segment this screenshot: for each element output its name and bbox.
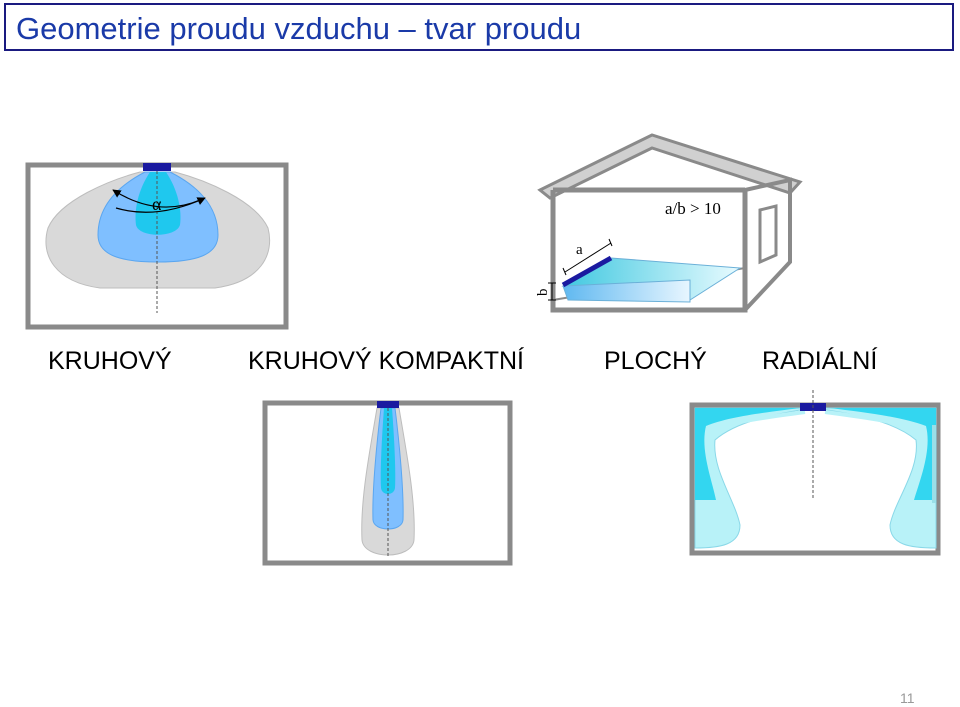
air-outlet [377,401,399,408]
dimension-b-label: b [535,289,551,297]
title-box: Geometrie proudu vzduchu – tvar proudu [4,3,954,51]
label-round: KRUHOVÝ [48,347,172,375]
spread-angle-arrow-left [112,189,201,208]
slot-outlet [561,255,613,288]
alpha-label: α [152,194,162,214]
jet-zone-inner [135,172,181,235]
radial-zone-dark-right [830,408,936,500]
radial-jet-diagram [689,390,941,556]
page-number: 11 [900,690,915,706]
ratio-label: a/b > 10 [665,199,721,218]
window [758,204,778,265]
flat-jet-front [562,279,691,303]
page-title: Geometrie proudu vzduchu – tvar proudu [16,11,582,46]
radial-zone-dark-left [695,408,800,500]
label-radial: RADIÁLNÍ [762,347,878,375]
room-frame [550,190,748,313]
dimension-a-label: a [576,242,583,258]
flat-jet-diagram: a b a/b > 10 [535,133,803,313]
house-side-wall [743,177,792,312]
label-flat: PLOCHÝ [604,347,707,375]
label-round-compact: KRUHOVÝ KOMPAKTNÍ [248,347,524,375]
round-jet-diagram: α [25,162,289,330]
air-outlet [143,163,171,171]
compact-round-jet-diagram [262,400,513,566]
